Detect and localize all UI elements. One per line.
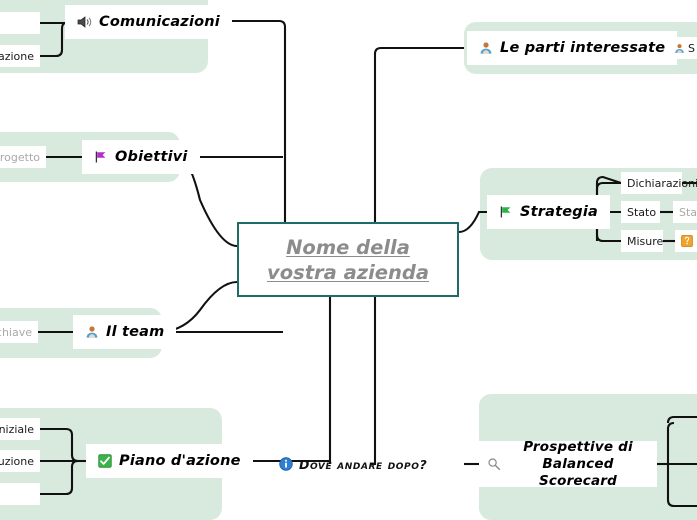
child-parti-1[interactable]: S [668,37,697,59]
central-node[interactable]: Nome della vostra azienda [237,222,459,297]
child-label: azione [0,49,34,63]
person-icon [85,325,99,339]
child-strategia-stato[interactable]: Stato [621,201,660,223]
node-label: Comunicazioni [99,14,220,30]
flag-purple-icon [94,150,108,164]
child-strategia-misure[interactable]: Misure [621,230,663,252]
node-il-team[interactable]: Il team [73,315,177,349]
node-le-parti-interessate[interactable]: Le parti interessate [467,31,678,65]
orange-badge-icon [681,235,693,247]
person-icon [479,41,493,55]
node-comunicazioni[interactable]: Comunicazioni [65,5,232,39]
child-label: Dichiarazioni [627,176,697,190]
checkbox-green-icon [98,454,112,468]
node-label: Obiettivi [115,149,188,165]
child-label: Stat [679,205,697,219]
child-il-team-1[interactable]: li chiave [0,321,38,343]
central-node-title: Nome della vostra azienda [266,235,430,284]
child-comunicazioni-2[interactable]: azione [0,45,40,67]
node-label: Prospettive di Balanced Scorecard [523,438,633,489]
child-piano-3[interactable]: ione [0,483,40,505]
grandchild-strategia-misure-1[interactable] [675,230,697,252]
child-obiettivi-1[interactable]: l progetto [0,146,46,168]
node-label: Il team [106,324,165,340]
speaker-icon [77,15,92,29]
child-label: secuzione [0,454,34,468]
node-label: Strategia [520,204,599,220]
child-piano-1[interactable]: ase iniziale [0,418,40,440]
child-comunicazioni-1[interactable] [0,12,40,34]
child-piano-2[interactable]: secuzione [0,450,40,472]
child-label: li chiave [0,325,32,339]
node-dove-andare-dopo[interactable]: Dove andare dopo? [279,452,427,476]
child-label: Stato [627,205,657,219]
info-icon [279,457,293,471]
node-label: Piano d'azione [119,453,241,469]
node-obiettivi[interactable]: Obiettivi [82,140,200,174]
child-label: l progetto [0,150,40,164]
person-icon [674,43,685,54]
node-piano-dazione[interactable]: Piano d'azione [86,444,253,478]
child-label: ase iniziale [0,422,34,436]
child-strategia-dichiarazioni[interactable]: Dichiarazioni [621,172,697,194]
flag-green-icon [499,205,513,219]
node-label: Le parti interessate [500,40,666,56]
node-prospettive-balanced-scorecard[interactable]: Prospettive di Balanced Scorecard [479,438,657,489]
node-strategia[interactable]: Strategia [487,195,611,229]
grandchild-strategia-stato-1[interactable]: Stat [673,201,697,223]
child-label: S [688,41,695,55]
node-label: Dove andare dopo? [299,456,428,472]
child-label: Misure [627,234,664,248]
magnifier-icon [487,457,501,471]
